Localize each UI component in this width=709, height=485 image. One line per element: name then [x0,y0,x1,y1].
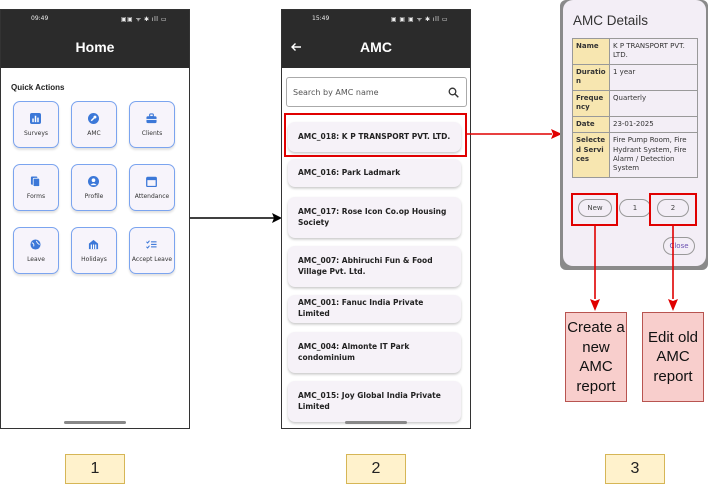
search-input[interactable]: Search by AMC name [286,77,467,107]
calendar-icon [146,176,157,187]
row-value: 1 year [609,63,698,91]
checklist-icon [146,240,157,249]
tile-label: Clients [141,130,163,137]
tile-accept-leave[interactable]: Accept Leave [129,227,175,274]
tile-attendance[interactable]: Attendance [129,164,175,211]
document-icon [30,176,40,187]
amc-item-label: AMC_001: Fanuc India Private Limited [298,298,424,318]
page-2-button[interactable]: 2 [657,199,689,217]
person-icon [88,176,99,187]
flow-arrow [190,213,282,223]
row-value: 23-01-2025 [609,115,698,134]
tile-label: Leave [27,256,45,263]
status-time: 09:49 [31,15,49,22]
row-key: Date [572,115,610,134]
list-item[interactable]: AMC_015: Joy Global India Private Limite… [288,381,461,422]
list-item[interactable]: AMC_017: Rose Icon Co.op Housing Society [288,197,461,238]
search-icon[interactable] [448,87,459,98]
home-app-bar [1,10,189,68]
status-bar: 15:49 ▣ ▣ ▣ ᯤ ✱ ıll ▭ [282,10,470,24]
list-item[interactable]: AMC_018: K P TRANSPORT PVT. LTD. [288,122,461,152]
list-item[interactable]: AMC_004: Almonte IT Park condominium [288,332,461,373]
row-key: Frequency [572,89,610,117]
status-icons: ▣ ▣ ▣ ᯤ ✱ ıll ▭ [390,16,448,23]
amc-item-label: AMC_007: Abhiruchi Fun & Food Village Pv… [298,255,433,276]
globe-icon [30,239,41,250]
tile-label: AMC [87,130,101,137]
page-title: Home [75,39,115,55]
step-label-3: 3 [605,454,665,484]
step-label-1: 1 [65,454,125,484]
row-key: Selected Services [572,132,610,178]
amc-app-bar [282,10,470,68]
row-value: K P TRANSPORT PVT. LTD. [609,38,698,65]
tile-surveys[interactable]: Surveys [13,101,59,148]
tile-forms[interactable]: Forms [13,164,59,211]
quick-actions-heading: Quick Actions [11,83,65,92]
tile-label: Profile [84,193,104,200]
highlight-new-button [571,193,618,226]
tile-label: Accept Leave [131,256,173,263]
gesture-bar [345,421,407,424]
step-label-2: 2 [346,454,406,484]
tile-label: Forms [26,193,46,200]
tile-profile[interactable]: Profile [71,164,117,211]
briefcase-icon [146,113,157,124]
row-key: Name [572,38,610,65]
gesture-bar [64,421,126,424]
edit-note: Edit old AMC report [642,312,704,402]
tile-leave[interactable]: Leave [13,227,59,274]
list-item[interactable]: AMC_016: Park Ladmark [288,159,461,187]
tile-label: Surveys [24,130,48,137]
building-icon [88,239,99,250]
status-time: 15:49 [312,15,330,22]
search-placeholder: Search by AMC name [293,88,379,97]
amc-item-label: AMC_016: Park Ladmark [298,167,401,177]
amc-item-label: AMC_004: Almonte IT Park condominium [298,341,410,362]
tile-clients[interactable]: Clients [129,101,175,148]
home-screen: 09:49 ▣▣ ᯤ ✱ ıll ▭ Home Quick Actions Su… [0,9,190,429]
create-note-text: Create a new AMC report [567,319,625,395]
amc-item-label: AMC_018: K P TRANSPORT PVT. LTD. [298,131,451,141]
flow-arrow-red [467,129,562,139]
create-note: Create a new AMC report [565,312,627,402]
highlight-selected-amc [284,113,467,157]
tile-holidays[interactable]: Holidays [71,227,117,274]
row-value: Quarterly [609,89,698,117]
page-1-button[interactable]: 1 [619,199,651,217]
dialog-title: AMC Details [573,13,649,28]
amc-item-label: AMC_017: Rose Icon Co.op Housing Society [298,206,447,227]
tile-label: Holidays [81,256,107,263]
edit-note-text: Edit old AMC report [647,328,699,385]
page-title: AMC [360,39,392,55]
arrow-to-edit-note [668,225,678,311]
back-arrow-icon[interactable] [290,42,302,52]
highlight-page-2-button [649,193,697,226]
bar-chart-icon [30,113,41,124]
tile-amc[interactable]: AMC [71,101,117,148]
new-button[interactable]: New [578,199,612,217]
status-icons: ▣▣ ᯤ ✱ ıll ▭ [120,16,167,23]
close-button[interactable]: Close [663,237,695,255]
arrow-to-create-note [590,225,600,311]
amc-item-label: AMC_015: Joy Global India Private Limite… [298,390,441,411]
amc-list-screen: 15:49 ▣ ▣ ▣ ᯤ ✱ ıll ▭ AMC Search by AMC … [281,9,471,429]
tile-label: Attendance [134,193,170,200]
row-value: Fire Pump Room, Fire Hydrant System, Fir… [609,132,698,178]
list-item[interactable]: AMC_001: Fanuc India Private Limited [288,295,461,323]
wrench-icon [88,113,99,124]
list-item[interactable]: AMC_007: Abhiruchi Fun & Food Village Pv… [288,246,461,287]
row-key: Duration [572,63,610,91]
status-bar: 09:49 ▣▣ ᯤ ✱ ıll ▭ [1,10,189,24]
